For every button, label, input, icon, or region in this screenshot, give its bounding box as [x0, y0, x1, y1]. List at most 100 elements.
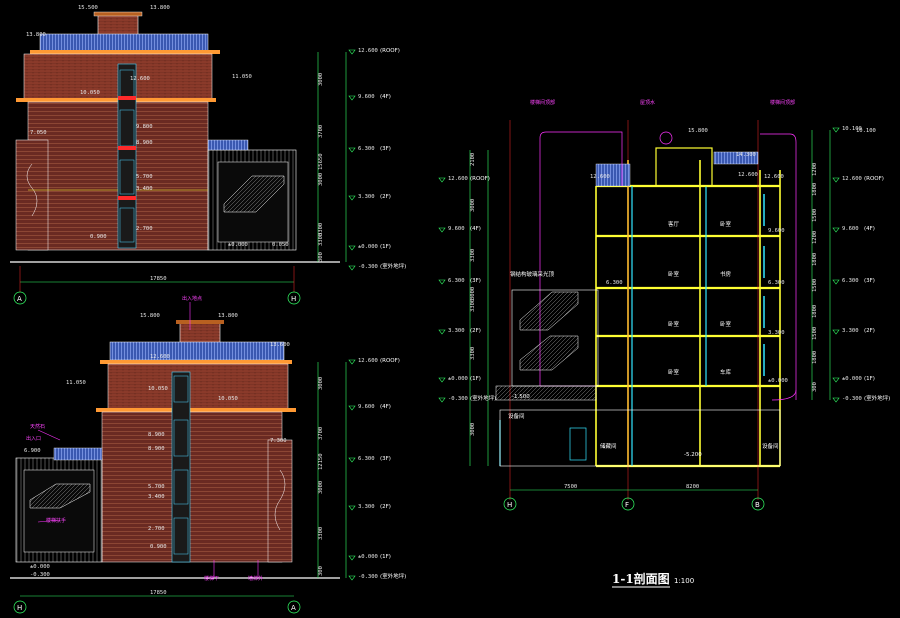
level-note: (4F) [470, 226, 481, 232]
axis-bubble [13, 291, 27, 305]
stair-flight [519, 335, 579, 371]
level-triangle [438, 279, 446, 285]
dimension-value: 300 [812, 382, 818, 392]
dimension-value: 1800 [812, 351, 818, 364]
extra-elevation: 3.300 [768, 330, 785, 336]
level-elevation: -0.300 [842, 396, 862, 402]
upper-facade [107, 363, 289, 411]
callout-label: 楼梯下 [204, 575, 219, 582]
penthouse [179, 321, 221, 345]
axis-label: A [291, 604, 296, 612]
level-triangle [832, 227, 840, 233]
callout-leaders [37, 302, 259, 578]
level-elevation: ±0.000 [448, 376, 468, 382]
level-elevation: 6.300 [358, 146, 375, 152]
internal-elevation: 13.800 [26, 32, 46, 38]
stair-window-mullions [173, 375, 189, 555]
level-triangle [348, 195, 356, 201]
room-label: 卧室 [668, 320, 680, 328]
dimension-value: 2100 [470, 153, 476, 166]
dimension-value: 1800 [812, 183, 818, 196]
internal-elevation: 5.700 [136, 174, 153, 180]
level-elevation: 12.600 [358, 48, 378, 54]
penthouse-cap [176, 320, 224, 324]
level-note: (4F) [380, 94, 391, 100]
dimension-value: 3000 [318, 173, 324, 186]
annex-stair [223, 175, 285, 213]
dimension-value: 3300 [470, 347, 476, 360]
callouts: 楼梯间顶部屋顶水楼梯间顶部 [530, 99, 795, 106]
columns [595, 160, 781, 466]
annex-roof [207, 139, 249, 151]
internal-elevation: 8.900 [148, 446, 165, 452]
internal-elevation: 11.050 [232, 74, 252, 80]
internal-elevation: 0.900 [90, 234, 107, 240]
room-label: 车库 [720, 368, 732, 376]
level-elevation: 12.600 [448, 176, 468, 182]
axis-label: H [291, 295, 296, 303]
dimension-value: 3300 [470, 249, 476, 262]
internal-elevation: 12.600 [150, 354, 170, 360]
ground-elev: -1.500 [512, 394, 530, 400]
level-note: (4F) [864, 226, 875, 232]
dimension-value: 3000 [318, 481, 324, 494]
level-elevation: -0.300 [448, 396, 468, 402]
level-note: (1F) [380, 244, 391, 250]
dimension-value: 12150 [318, 453, 324, 470]
stair-window-column [117, 63, 137, 249]
level-elevation: 3.300 [358, 194, 375, 200]
elevation-drawing-lower: 出入地点天然石楼梯扶手楼梯下墙体外出入口 12.600(ROOF)9.600(4… [10, 295, 406, 614]
level-note: (室外地坪) [380, 262, 406, 270]
internal-elevation: 2.700 [136, 226, 153, 232]
roof-note: 钢结构玻璃采光顶 [510, 270, 555, 278]
dimension-value: 300 [318, 566, 324, 576]
section-roof [595, 163, 631, 187]
level-note: (3F) [380, 146, 391, 152]
basement [499, 409, 781, 467]
annex-frame [23, 469, 95, 553]
level-markers: 12.600(ROOF)9.600(4F)6.300(3F)3.300(2F)±… [348, 358, 406, 581]
callout-label: 楼梯间顶部 [770, 99, 795, 106]
top-elevation: 10.100 [856, 128, 876, 134]
level-triangle [832, 397, 840, 403]
level-triangle [348, 245, 356, 251]
internal-elevation: 6.900 [24, 448, 41, 454]
level-note: (2F) [380, 504, 391, 510]
stair-penthouse [655, 147, 713, 187]
dimension-value: 3000 [470, 199, 476, 212]
level-elevation: ±0.000 [358, 244, 378, 250]
roof-tiles [39, 33, 209, 53]
extra-elevation: 6.300 [768, 280, 785, 286]
mid-eave [96, 408, 296, 412]
level-triangle [832, 329, 840, 335]
section-title: 1-1剖面图 [612, 571, 670, 586]
level-triangle [348, 457, 356, 463]
level-markers: 12.600(ROOF)9.600(4F)6.300(3F)3.300(2F)±… [348, 48, 406, 271]
basement-door [569, 427, 587, 461]
level-note: (2F) [864, 328, 875, 334]
level-note: (ROOF) [380, 358, 400, 364]
level-elevation: 10.100 [842, 126, 862, 132]
internal-elevation: ±0.000 [228, 242, 248, 248]
room-label: 卧室 [668, 270, 680, 278]
top-elevation: 15.800 [688, 128, 708, 134]
internal-elevation: 3.400 [136, 186, 153, 192]
room-label: 储藏间 [600, 442, 617, 450]
ground-fill [495, 385, 597, 401]
level-markers-right: 10.10012.600(ROOF)9.600(4F)6.300(3F)3.30… [832, 126, 890, 403]
level-note: (室外地坪) [470, 394, 496, 402]
room-label: 卧室 [668, 368, 680, 376]
right-wing-arch [274, 469, 286, 531]
level-note: (1F) [470, 376, 481, 382]
internal-elevation: 15.800 [140, 313, 160, 319]
dimension-value: 1800 [812, 253, 818, 266]
callout-label: 屋顶水 [640, 99, 655, 106]
dimension-value: 3700 [318, 427, 324, 440]
level-elevation: 9.600 [842, 226, 859, 232]
